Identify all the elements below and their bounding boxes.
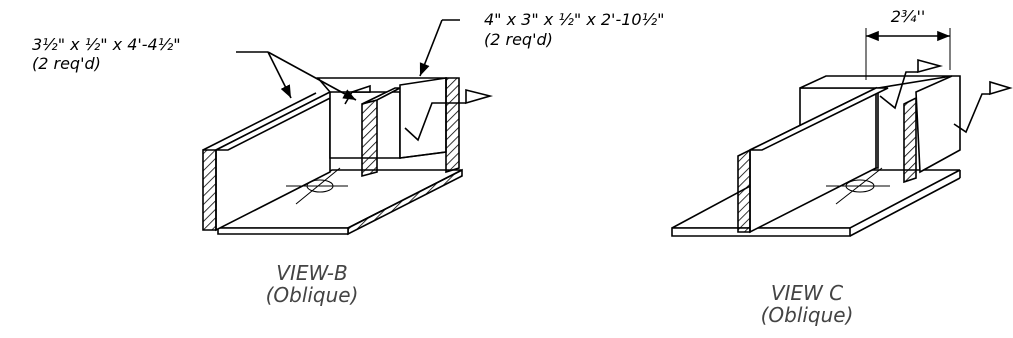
view-b-drawing: 3½" x ½" x 4'-4½" (2 req'd) 4" x 3" x ½"… xyxy=(32,10,664,307)
view-c-caption-subtitle: (Oblique) xyxy=(761,303,854,327)
view-c-dimension-label: 2¾'' xyxy=(891,7,925,26)
view-b-base-front-edge xyxy=(217,227,349,235)
view-c-base-front-edge xyxy=(671,227,851,237)
view-b-callout-left-qty: (2 req'd) xyxy=(32,54,101,73)
view-b-weld-symbol-2 xyxy=(404,102,466,142)
view-b-short-angle-top xyxy=(361,87,401,105)
view-b-right-plate-section xyxy=(445,77,460,174)
view-b-callout-right-qty: (2 req'd) xyxy=(484,30,553,49)
view-c-short-angle-section xyxy=(903,96,917,184)
view-b-callout-right-size: 4" x 3" x ½" x 2'-10½" xyxy=(484,10,664,29)
view-c-long-angle-top xyxy=(749,87,889,151)
view-b-left-angle-section xyxy=(202,149,217,231)
view-c-weld-symbol-2 xyxy=(953,93,990,134)
view-c-caption-title: VIEW C xyxy=(771,281,843,305)
view-b-caption-subtitle: (Oblique) xyxy=(266,283,359,307)
view-c-weld-symbol-1 xyxy=(879,71,918,110)
view-b-callout-left-size: 3½" x ½" x 4'-4½" xyxy=(32,35,181,54)
view-c-long-angle-section xyxy=(737,148,751,233)
view-b-short-angle-section xyxy=(361,98,378,178)
view-b-caption-title: VIEW-B xyxy=(276,261,347,285)
view-c-drawing: 2¾'' VIEW C (Oblique) xyxy=(671,7,1013,327)
view-b-back-right-face xyxy=(399,77,447,159)
view-c-right-plate xyxy=(915,75,961,174)
